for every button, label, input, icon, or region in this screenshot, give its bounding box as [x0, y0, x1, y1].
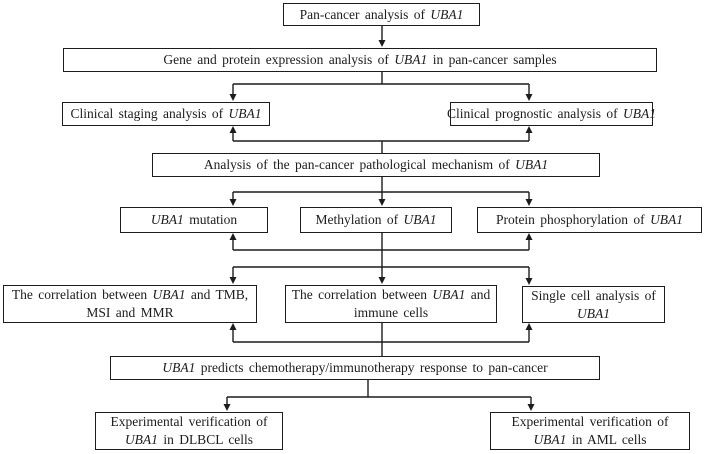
text-part: Pan-cancer analysis of — [299, 6, 431, 22]
arrowhead-up-icon — [229, 233, 237, 240]
flow-box-pan-cancer-analysis: Pan-cancer analysis of UBA1 — [283, 3, 480, 26]
gene-symbol: UBA1 — [623, 106, 656, 122]
gene-symbol: UBA1 — [150, 212, 184, 228]
box-label: Experimental verification of UBA1 in DLBC… — [111, 413, 268, 449]
text-part: in pan-cancer samples — [427, 52, 557, 68]
arrowhead-down-icon — [525, 278, 533, 285]
text-part: Clinical prognostic analysis of — [447, 106, 623, 122]
connector-lines — [226, 26, 532, 406]
text-part: in DLBCL cells — [157, 432, 254, 447]
box-label: Single cell analysis of UBA1 — [531, 287, 656, 323]
flow-box-tmb-msi-mmr-correlation: The correlation between UBA1 and TMB, MSI… — [3, 285, 257, 323]
arrowhead-down-icon — [378, 40, 386, 47]
box-label: The correlation between UBA1 and TMB, MSI… — [12, 286, 248, 322]
text-part: in AML cells — [566, 432, 647, 447]
arrowhead-up-icon — [525, 323, 533, 330]
gene-symbol: UBA1 — [650, 212, 684, 228]
box-label: UBA1 mutation — [151, 211, 237, 229]
text-part: predicts chemotherapy/immunotherapy resp… — [195, 360, 548, 376]
box-label: Protein phosphorylation of UBA1 — [496, 211, 683, 229]
arrowhead-down-icon — [229, 199, 237, 206]
arrowhead-down-icon — [525, 199, 533, 206]
text-part: Gene and protein expression analysis of — [163, 52, 395, 68]
gene-symbol: UBA1 — [228, 106, 262, 122]
gene-symbol: UBA1 — [515, 157, 549, 173]
gene-symbol: UBA1 — [162, 360, 196, 376]
gene-symbol: UBA1 — [533, 432, 567, 447]
text-part: Experimental verification of — [511, 414, 669, 430]
arrowhead-down-icon — [378, 199, 386, 206]
box-label: Pan-cancer analysis of UBA1 — [300, 6, 464, 24]
gene-symbol: UBA1 — [394, 52, 428, 68]
gene-symbol: UBA1 — [124, 432, 158, 447]
gene-symbol: UBA1 — [152, 287, 186, 303]
flow-box-immune-cells-correlation: The correlation between UBA1 and immune c… — [285, 285, 497, 323]
text-part: and TMB, — [185, 287, 249, 303]
arrowhead-up-icon — [229, 126, 237, 133]
arrowhead-up-icon — [229, 323, 237, 330]
arrowhead-up-icon — [525, 233, 533, 240]
flow-box-expression-analysis: Gene and protein expression analysis of … — [63, 48, 657, 72]
box-label: Clinical prognostic analysis of UBA1 — [447, 105, 656, 123]
gene-symbol: UBA1 — [576, 305, 610, 321]
flow-box-clinical-staging: Clinical staging analysis of UBA1 — [62, 102, 270, 126]
arrowhead-down-icon — [229, 277, 237, 284]
flow-box-single-cell-analysis: Single cell analysis of UBA1 — [522, 286, 665, 323]
arrowhead-down-icon — [525, 94, 533, 101]
text-part: Experimental verification of — [110, 414, 268, 430]
text-part: and — [465, 287, 491, 303]
box-label: Gene and protein expression analysis of … — [163, 51, 556, 69]
arrowhead-up-icon — [525, 126, 533, 133]
gene-symbol: UBA1 — [432, 287, 466, 303]
box-label: UBA1 predicts chemotherapy/immunotherapy… — [162, 359, 547, 377]
flow-box-phosphorylation: Protein phosphorylation of UBA1 — [477, 207, 702, 233]
arrowhead-down-icon — [527, 404, 535, 411]
arrowhead-down-icon — [229, 94, 237, 101]
text-part: Analysis of the pan-cancer pathological … — [203, 157, 516, 173]
box-label: Analysis of the pan-cancer pathological … — [204, 156, 548, 174]
gene-symbol: UBA1 — [430, 6, 464, 22]
box-label: Clinical staging analysis of UBA1 — [71, 105, 262, 123]
text-part: MSI and MMR — [86, 305, 174, 320]
flow-box-pathological-mechanism: Analysis of the pan-cancer pathological … — [152, 153, 600, 177]
flow-box-uba1-mutation: UBA1 mutation — [120, 207, 268, 233]
text-part: immune cells — [353, 305, 429, 320]
flow-box-methylation: Methylation of UBA1 — [300, 207, 452, 233]
flow-box-dlbcl-verification: Experimental verification of UBA1 in DLBC… — [95, 412, 283, 450]
flow-box-therapy-response: UBA1 predicts chemotherapy/immunotherapy… — [110, 356, 600, 380]
flow-box-clinical-prognostic: Clinical prognostic analysis of UBA1 — [447, 102, 656, 126]
box-label: Methylation of UBA1 — [316, 211, 437, 229]
arrowhead-down-icon — [378, 277, 386, 284]
arrowhead-down-icon — [223, 404, 231, 411]
box-label: Experimental verification of UBA1 in AML … — [512, 413, 669, 449]
flow-box-aml-verification: Experimental verification of UBA1 in AML … — [490, 412, 690, 450]
text-part: Single cell analysis of — [531, 287, 656, 303]
text-part: The correlation between — [11, 287, 153, 303]
gene-symbol: UBA1 — [403, 212, 437, 228]
text-part: Clinical staging analysis of — [70, 106, 229, 122]
box-label: The correlation between UBA1 and immune c… — [292, 286, 490, 322]
text-part: Methylation of — [315, 212, 404, 228]
text-part: Protein phosphorylation of — [495, 212, 651, 228]
text-part: The correlation between — [291, 287, 433, 303]
text-part: mutation — [183, 212, 238, 228]
